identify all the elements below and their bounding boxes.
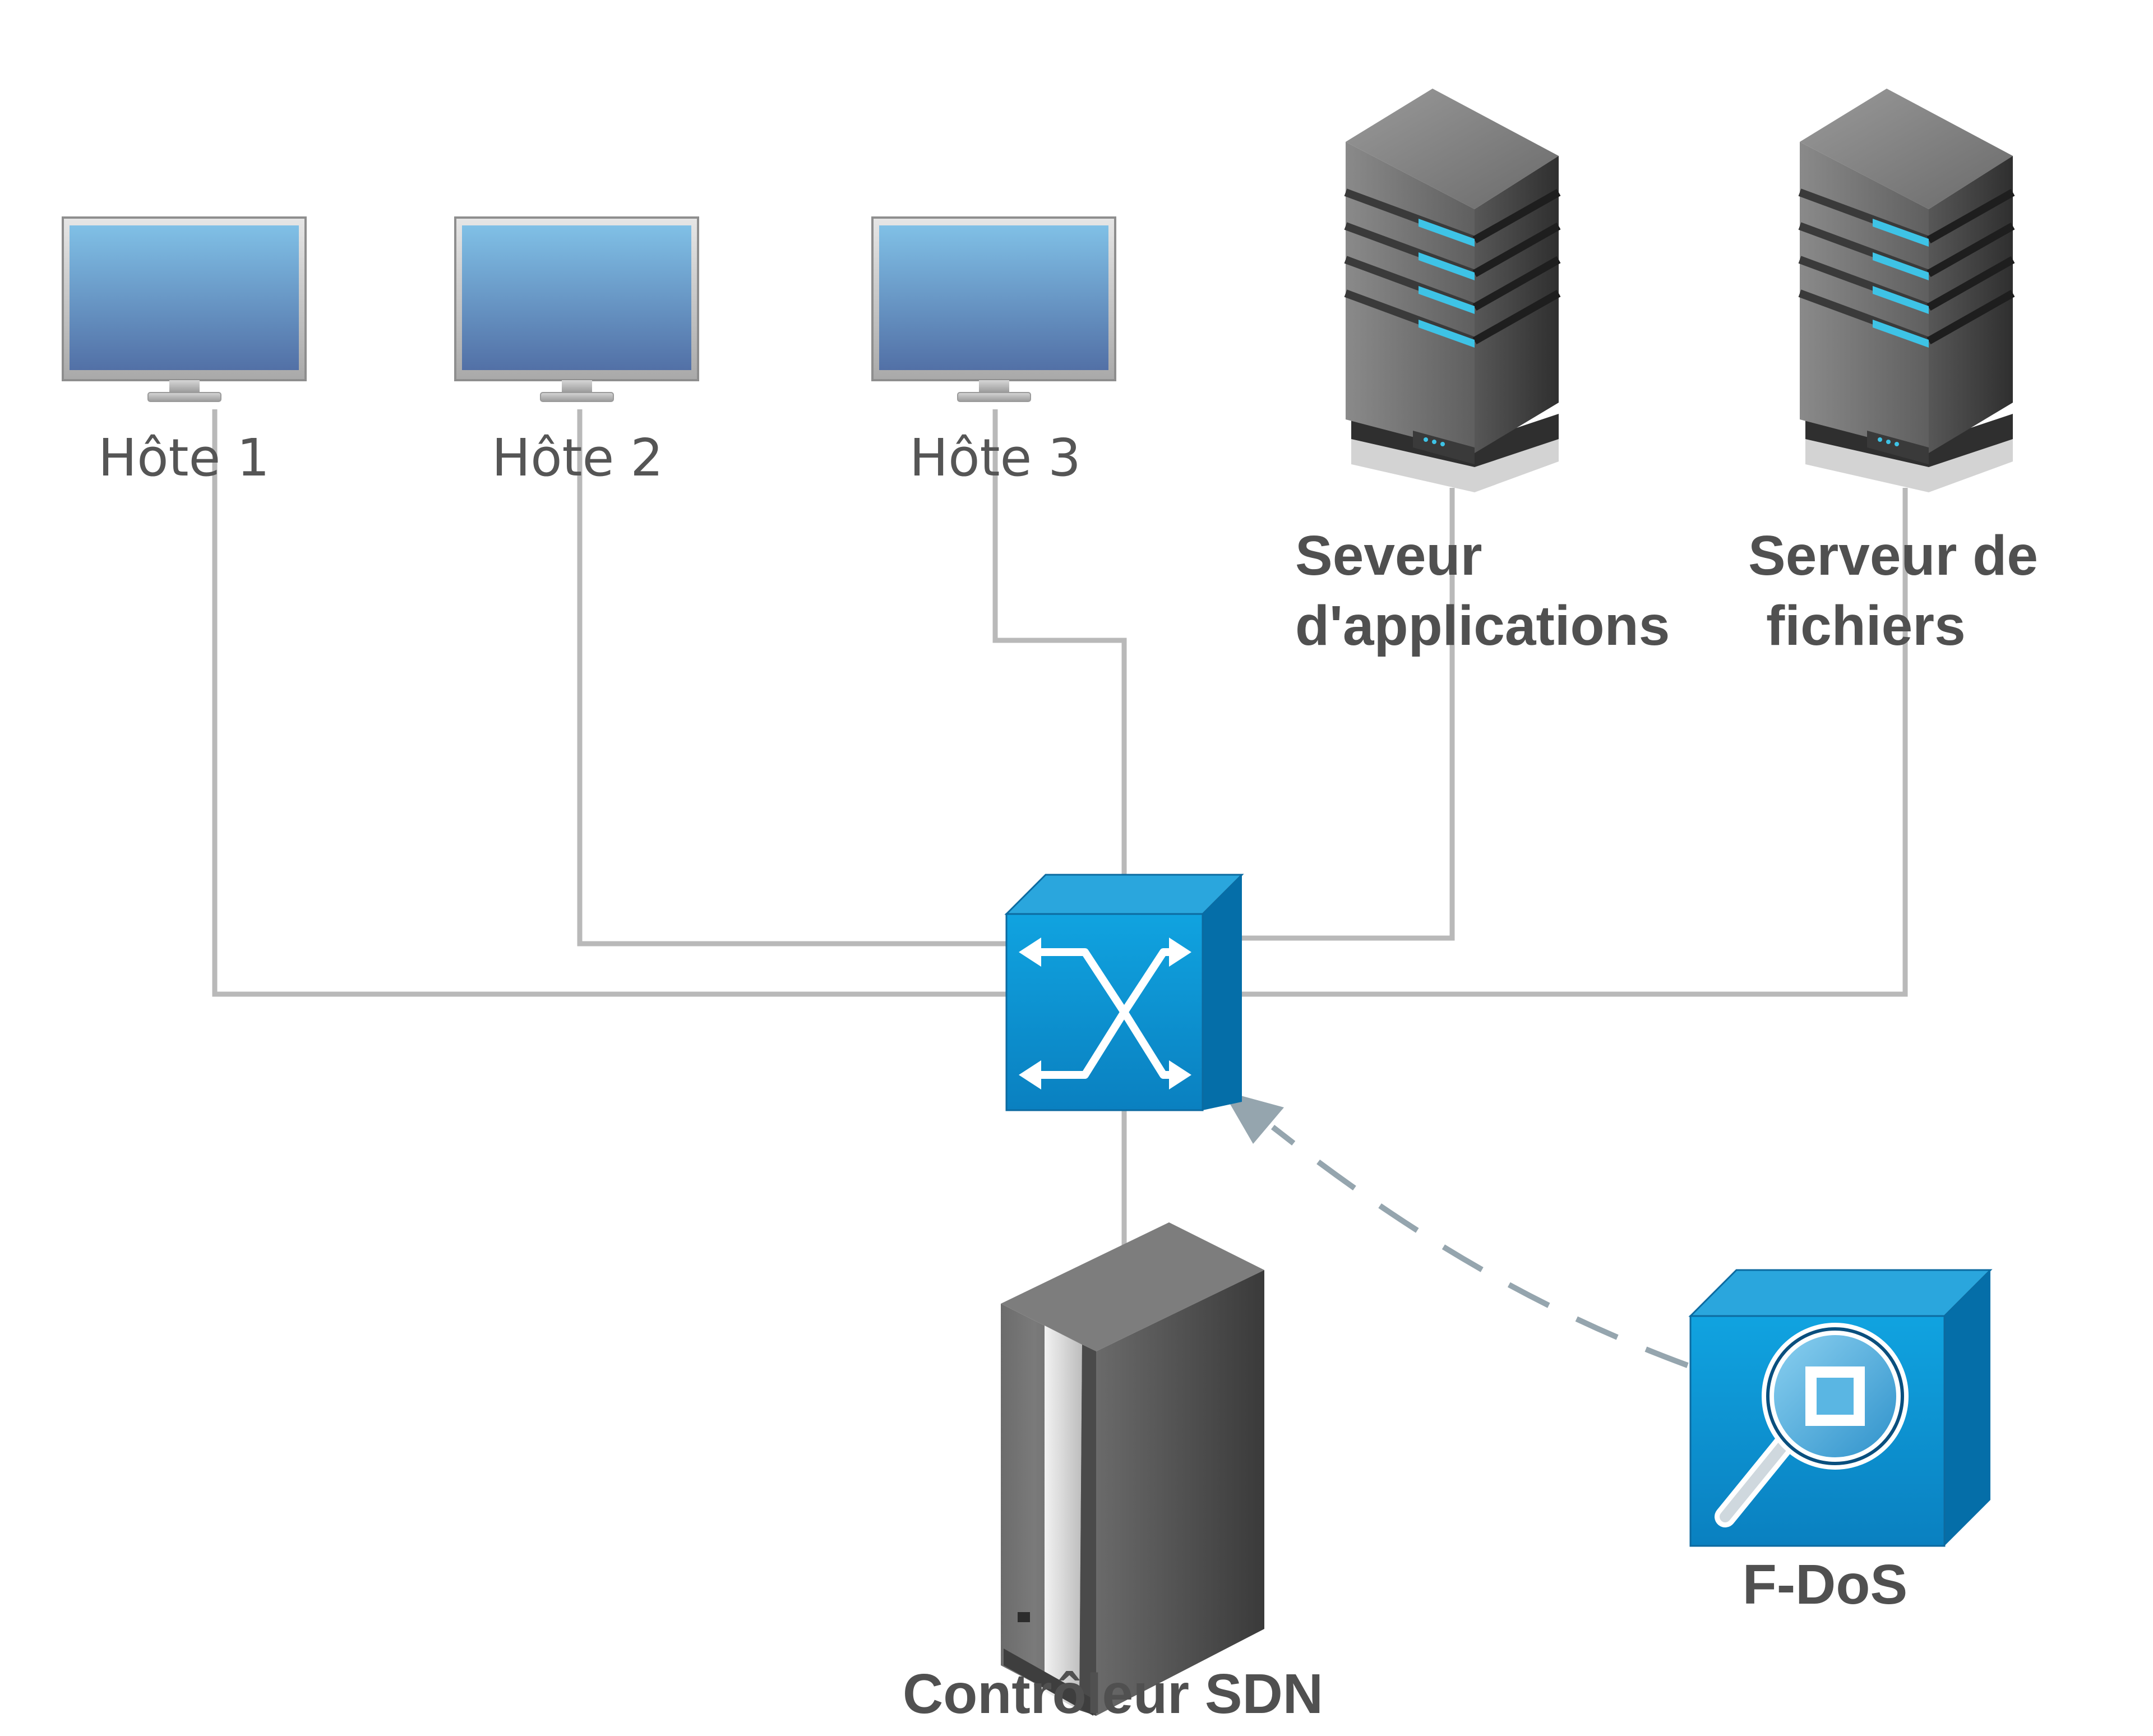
magnifier-cube-icon: [1688, 1269, 1993, 1547]
arrowhead-icon: [1222, 1091, 1284, 1144]
connections: [212, 409, 1908, 1256]
host2-node[interactable]: [454, 216, 699, 402]
server-tower-icon: [1798, 89, 2015, 492]
server-cabinet-icon: [1001, 1222, 1264, 1716]
host3-label: Hôte 3: [909, 428, 1081, 488]
fdos-node[interactable]: [1688, 1269, 1993, 1547]
host1-node[interactable]: [62, 216, 307, 402]
app-server-label-line2: d'applications: [1295, 594, 1670, 657]
monitor-icon: [871, 216, 1116, 402]
controller-label: Contrôleur SDN: [903, 1663, 1323, 1725]
app-server-label-line1: Seveur: [1295, 524, 1482, 587]
switch-node[interactable]: [1004, 874, 1244, 1111]
link-host1-switch: [212, 409, 1009, 997]
dashed-arrow-line: [1270, 1125, 1689, 1368]
app-server-node[interactable]: [1344, 89, 1561, 492]
switch-icon: [1004, 874, 1244, 1111]
fdos-flow-arrow: [1222, 1091, 1689, 1368]
link-host3-switch: [992, 409, 1127, 878]
file-server-node[interactable]: [1798, 89, 2015, 492]
controller-node[interactable]: [1001, 1222, 1264, 1716]
file-server-label: Serveur de fichiers: [1748, 524, 2054, 657]
host3-node[interactable]: [871, 216, 1116, 402]
link-fileserver-switch: [1242, 488, 1908, 997]
host1-label: Hôte 1: [98, 428, 270, 488]
monitor-icon: [62, 216, 307, 402]
link-appserver-switch: [1242, 488, 1455, 941]
monitor-icon: [454, 216, 699, 402]
server-tower-icon: [1344, 89, 1561, 492]
host2-label: Hôte 2: [492, 428, 663, 488]
link-host2-switch: [577, 409, 1009, 947]
file-server-label-line1: Serveur de: [1748, 524, 2038, 587]
fdos-label: F-DoS: [1743, 1553, 1907, 1616]
file-server-label-line2: fichiers: [1766, 594, 1966, 657]
app-server-label: Seveur d'applications: [1295, 524, 1670, 657]
